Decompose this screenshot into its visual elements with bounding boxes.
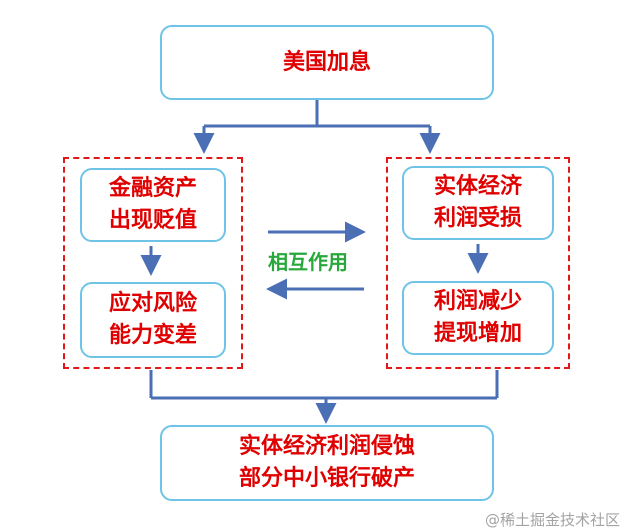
- node-real-economy-profit-loss: 实体经济 利润受损: [402, 166, 554, 240]
- node-real-economy-profit-loss-text: 实体经济 利润受损: [433, 174, 522, 231]
- mutual-interaction-label: 相互作用: [268, 250, 348, 274]
- node-financial-asset-depreciation: 金融资产 出现贬值: [80, 168, 226, 242]
- node-risk-capacity-weakens-text: 应对风险 能力变差: [108, 291, 197, 348]
- node-us-rate-hike-text: 美国加息: [282, 49, 371, 75]
- node-financial-asset-depreciation-text: 金融资产 出现贬值: [108, 176, 197, 233]
- node-profit-decrease-withdrawal-increase-text: 利润减少 提现增加: [433, 289, 522, 346]
- node-risk-capacity-weakens: 应对风险 能力变差: [80, 282, 226, 358]
- node-profit-decrease-withdrawal-increase: 利润减少 提现增加: [402, 281, 554, 355]
- node-bank-failure: 实体经济利润侵蚀 部分中小银行破产: [160, 425, 494, 501]
- left-group-frame: [63, 157, 243, 369]
- right-group-frame: [386, 157, 570, 369]
- node-bank-failure-text: 实体经济利润侵蚀 部分中小银行破产: [238, 434, 415, 491]
- watermark: @稀土掘金技术社区: [484, 511, 620, 529]
- node-us-rate-hike: 美国加息: [160, 25, 494, 100]
